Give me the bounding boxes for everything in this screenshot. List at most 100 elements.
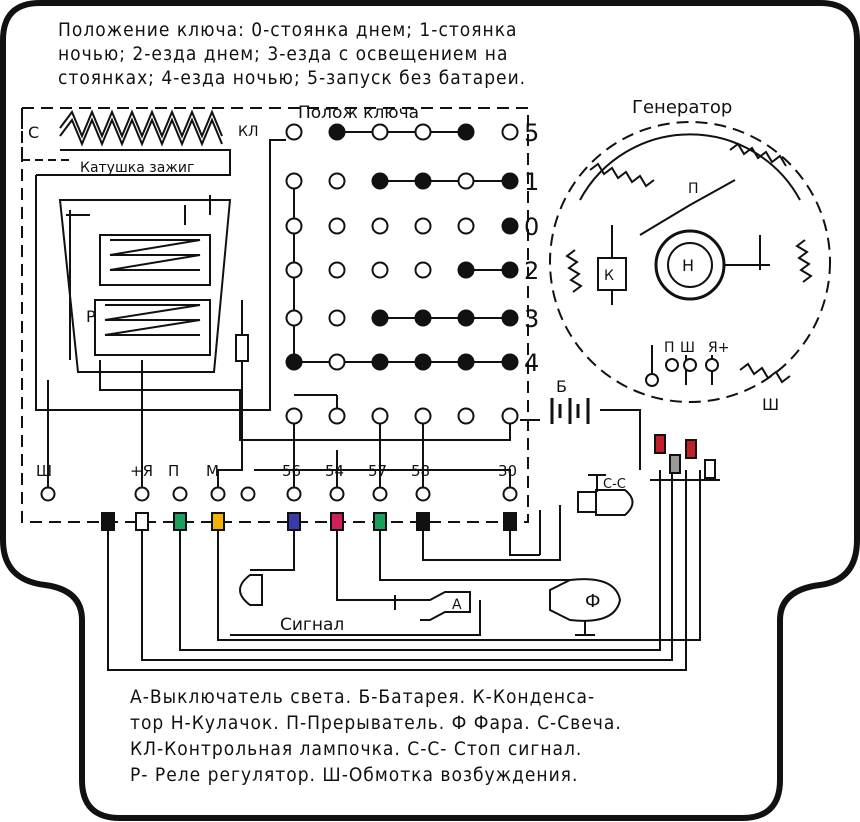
terminal-label: 30 <box>498 462 517 480</box>
contact-open <box>457 217 475 235</box>
field-winding-label: Ш <box>762 395 779 414</box>
key-position-label: Полож ключа <box>298 103 419 123</box>
row-label: 4 <box>524 349 539 377</box>
battery-label: Б <box>556 377 567 396</box>
contact-open <box>371 123 389 141</box>
contact-open <box>457 172 475 190</box>
terminal-label: 57 <box>368 462 387 480</box>
generator <box>549 121 831 403</box>
contact-closed <box>414 309 432 327</box>
row-label: 1 <box>524 168 539 196</box>
wire-connector <box>211 512 225 531</box>
wire-connector <box>173 512 187 531</box>
contact-open <box>371 217 389 235</box>
legend: А-Выключатель света. Б-Батарея. К-Конден… <box>130 684 622 788</box>
stop-signal <box>577 474 634 516</box>
fuse <box>235 334 249 362</box>
contact-closed <box>414 353 432 371</box>
contact-open <box>285 123 303 141</box>
legend-line: Р- Реле регулятор. Ш-Обмотка возбуждения… <box>130 764 579 786</box>
contact-open <box>501 407 519 425</box>
contact-closed <box>501 353 519 371</box>
contact-closed <box>457 353 475 371</box>
headlight-label: Ф <box>585 591 601 612</box>
battery <box>550 398 590 424</box>
contact-closed <box>501 172 519 190</box>
wire-connector <box>416 512 430 531</box>
contact-closed <box>501 217 519 235</box>
gen-terminal-sh: Ш <box>680 340 695 356</box>
terminal <box>172 486 188 502</box>
row-label: 2 <box>524 257 539 285</box>
legend-line: КЛ-Контрольная лампочка. С-С- Стоп сигна… <box>130 738 583 760</box>
contact-closed <box>414 172 432 190</box>
contact-closed <box>285 353 303 371</box>
light-switch <box>394 591 481 621</box>
terminal <box>286 486 302 502</box>
contact-open <box>414 217 432 235</box>
terminal-label: М <box>206 462 219 480</box>
terminal-label: П <box>168 462 179 480</box>
contact-open <box>371 261 389 279</box>
contact-open <box>457 407 475 425</box>
contact-open <box>501 123 519 141</box>
stop-signal-label: С-С <box>603 477 626 492</box>
legend-line: тор Н-Кулачок. П-Прерыватель. Ф Фара. С-… <box>130 712 622 734</box>
contact-closed <box>457 261 475 279</box>
terminal <box>40 486 56 502</box>
wire-connector <box>330 512 344 531</box>
wire-connector <box>101 512 115 531</box>
contact-open <box>285 217 303 235</box>
contact-open <box>328 217 346 235</box>
contact-closed <box>371 353 389 371</box>
contact-open <box>328 261 346 279</box>
gen-terminal-ya: Я+ <box>708 340 729 356</box>
contact-open <box>414 261 432 279</box>
coil-housing <box>21 108 70 161</box>
contact-closed <box>371 309 389 327</box>
caption-line: стоянках; 4-езда ночью; 5-запуск без бат… <box>58 67 527 89</box>
terminal <box>415 486 431 502</box>
contact-closed <box>328 123 346 141</box>
terminal-label: 54 <box>325 462 344 480</box>
contact-open <box>414 123 432 141</box>
contact-open <box>285 172 303 190</box>
row-label: 5 <box>524 119 539 147</box>
contact-open <box>285 407 303 425</box>
terminal <box>240 486 256 502</box>
contact-closed <box>501 309 519 327</box>
key-position-caption: Положение ключа: 0-стоянка днем; 1-стоян… <box>58 18 526 90</box>
horn <box>239 574 263 606</box>
key-switch-grid: 5 1 0 2 3 4 <box>285 119 539 425</box>
relay-regulator <box>58 195 232 373</box>
contact-closed <box>501 261 519 279</box>
wire-connector <box>373 512 387 531</box>
terminal <box>329 486 345 502</box>
contact-open <box>328 407 346 425</box>
contact-closed <box>457 123 475 141</box>
condenser-label: К <box>604 268 614 284</box>
legend-line: А-Выключатель света. Б-Батарея. К-Конден… <box>130 686 596 708</box>
breaker-label: П <box>688 181 699 197</box>
contact-open <box>414 407 432 425</box>
terminal <box>502 486 518 502</box>
caption-line: Положение ключа: 0-стоянка днем; 1-стоян… <box>58 19 518 41</box>
wire-connector <box>503 512 517 531</box>
contact-open <box>285 309 303 327</box>
wires <box>35 131 720 671</box>
contact-open <box>328 309 346 327</box>
contact-open <box>328 353 346 371</box>
gen-connectors <box>645 358 719 479</box>
terminal <box>134 486 150 502</box>
light-switch-label: А <box>452 597 462 613</box>
generator-title: Генератор <box>632 97 732 118</box>
terminal-label: Ш <box>36 462 52 480</box>
ignition-coil <box>36 109 231 176</box>
gen-terminal-p: П <box>664 340 675 356</box>
row-label: 3 <box>524 305 539 333</box>
row-label: 0 <box>524 213 539 241</box>
control-lamp-label: КЛ <box>238 124 258 140</box>
